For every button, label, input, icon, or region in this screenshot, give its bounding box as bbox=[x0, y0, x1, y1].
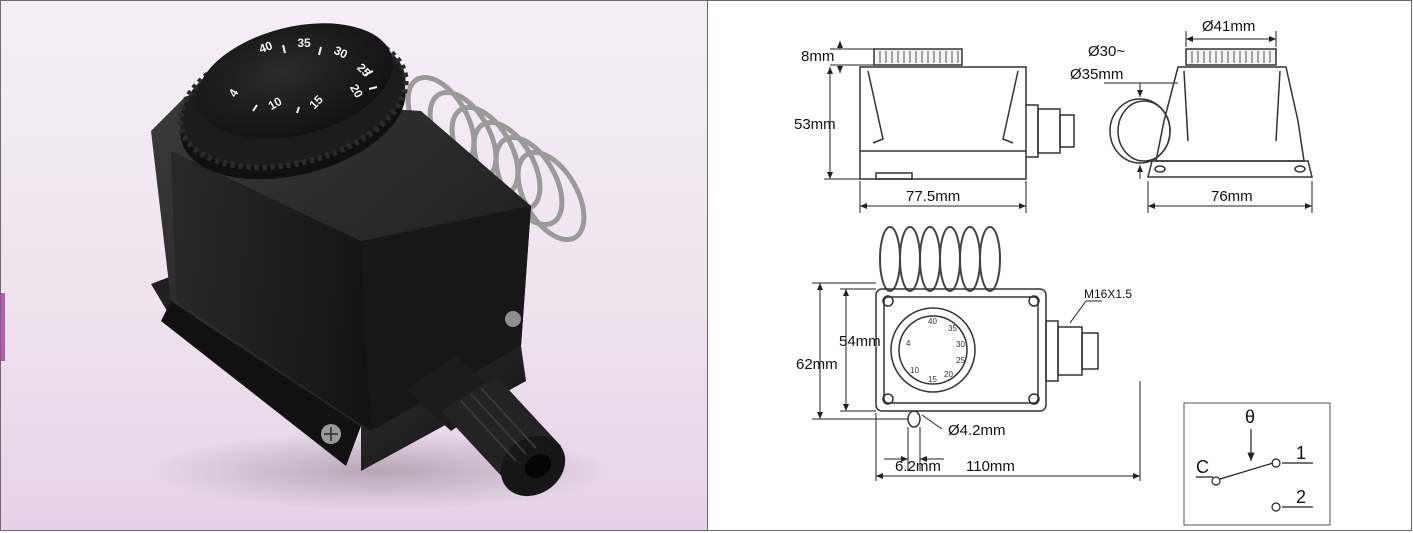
dimension-label: 62mm bbox=[796, 356, 838, 373]
dimension-label: Ø30~ bbox=[1088, 43, 1125, 60]
switch-symbol: θ C 1 2 bbox=[1183, 402, 1331, 526]
dial-number: 30 bbox=[332, 43, 350, 61]
cable-gland bbox=[406, 356, 566, 497]
body-outline bbox=[859, 66, 1027, 180]
plan-view bbox=[875, 226, 1099, 428]
dimension-label: M16X1.5 bbox=[1084, 287, 1132, 301]
side-tab bbox=[1, 293, 5, 361]
side-view bbox=[1147, 48, 1313, 178]
dimension-label: 6.2mm bbox=[895, 458, 941, 475]
dimension-label: 76mm bbox=[1211, 188, 1253, 205]
dial-number: 35 bbox=[297, 36, 311, 50]
dimension-drawing: 8mm 53mm 77.5mm Ø30~ Ø35mm bbox=[794, 18, 1331, 526]
dimension-label: Ø35mm bbox=[1070, 66, 1123, 83]
theta-label: θ bbox=[1245, 407, 1255, 427]
front-view bbox=[859, 48, 1171, 180]
svg-text:35: 35 bbox=[948, 324, 957, 333]
dial-number: 10 bbox=[266, 94, 285, 113]
svg-text:25: 25 bbox=[956, 356, 965, 365]
svg-text:40: 40 bbox=[928, 317, 937, 326]
dial-number: 20 bbox=[347, 82, 366, 101]
common-terminal-label: C bbox=[1196, 457, 1209, 477]
dimension-label: 53mm bbox=[794, 116, 836, 133]
temperature-knob: 40 35 30 25 20 15 10 4 bbox=[177, 23, 409, 180]
dimension-drawing-panel: 8mm 53mm 77.5mm Ø30~ Ø35mm bbox=[707, 0, 1412, 531]
svg-text:10: 10 bbox=[910, 366, 919, 375]
contact-1-label: 1 bbox=[1296, 443, 1306, 463]
knob-outline bbox=[873, 48, 963, 66]
screw-icon bbox=[505, 311, 521, 327]
svg-text:15: 15 bbox=[928, 375, 937, 384]
dimension-label: 110mm bbox=[966, 458, 1015, 475]
dimension-label: Ø4.2mm bbox=[948, 422, 1006, 439]
plan-dial-numbers: 40 35 30 25 20 15 10 4 bbox=[906, 317, 965, 384]
svg-text:30: 30 bbox=[956, 340, 965, 349]
product-photo-panel: 40 35 30 25 20 15 10 4 bbox=[0, 0, 708, 531]
dimension-label: 54mm bbox=[839, 333, 881, 350]
svg-text:4: 4 bbox=[906, 339, 911, 348]
thermostat-photo: 40 35 30 25 20 15 10 4 bbox=[151, 23, 611, 511]
dial-number: 40 bbox=[257, 38, 275, 56]
dimension-label: Ø41mm bbox=[1202, 18, 1255, 35]
dimension-label: 77.5mm bbox=[906, 188, 960, 205]
svg-text:20: 20 bbox=[944, 370, 953, 379]
dimension-label: 8mm bbox=[801, 48, 834, 65]
contact-2-label: 2 bbox=[1296, 487, 1306, 507]
